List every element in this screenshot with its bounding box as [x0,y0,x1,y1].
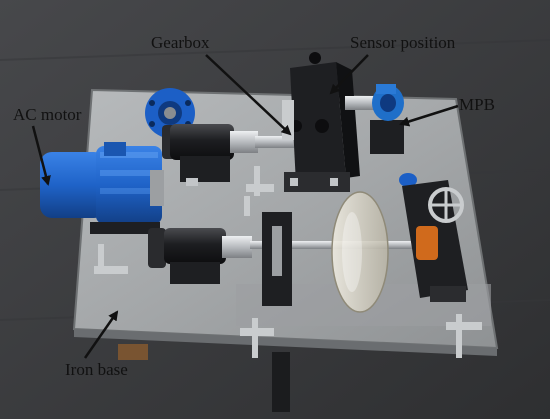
iron-base-label: Iron base [65,360,128,379]
arrow-sensor-position [329,54,369,95]
mpb-bearing [370,84,404,154]
arrow-mpb [399,104,459,127]
loader-with-handwheel [402,180,468,302]
mounting-studs [94,166,482,358]
sensor-position-label: Sensor position [350,33,456,52]
blue-cap [399,173,417,187]
acrylic-disc [331,191,389,313]
mpb-label: MPB [459,95,495,114]
arrow-iron-base [83,310,119,359]
arrow-ac-motor [31,125,51,186]
ac-motor [40,142,164,234]
lower-shaft-assembly [148,212,420,306]
ac-motor-label: AC motor [13,105,82,124]
gearbox-label: Gearbox [151,33,210,52]
arrow-gearbox [205,54,292,136]
annotation-arrows [31,54,459,359]
